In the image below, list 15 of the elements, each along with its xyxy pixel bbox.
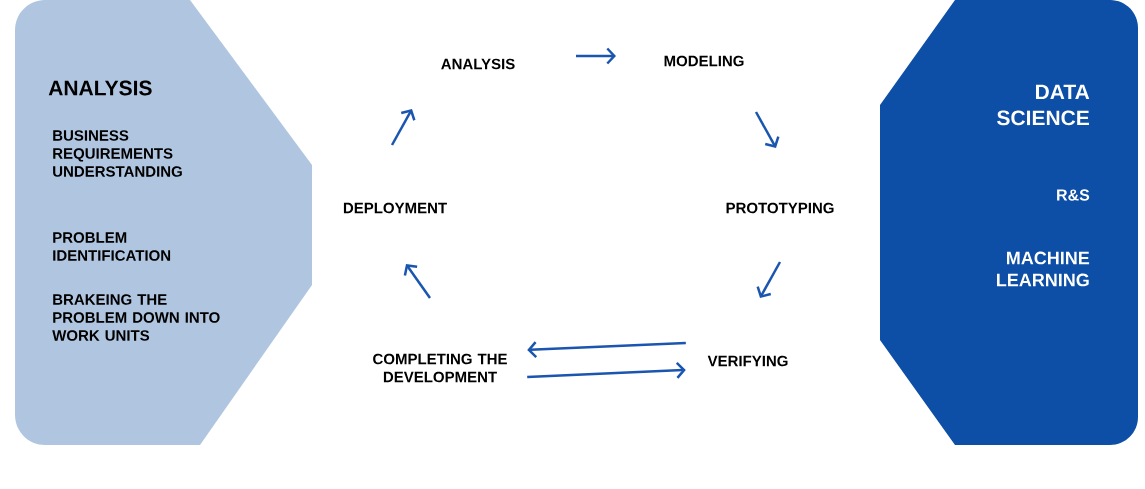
- step-label: ANALYSIS: [441, 58, 515, 70]
- arrow: [403, 264, 432, 299]
- step-label: MODELING: [664, 55, 744, 67]
- panel: ANALYSIS BUSINESS REQUIREMENTS UNDERSTANDING PROBLEM IDENTIFICATION BRAKEING THE PROBLEM DOWN INTO WORK UNITS: [15, 0, 312, 445]
- step-label: DEPLOYMENT: [343, 202, 447, 214]
- arrow: [756, 261, 782, 298]
- arrow: [754, 111, 780, 148]
- step-label: PROTOTYPING: [726, 202, 834, 214]
- arrow: [527, 362, 686, 379]
- step-label: VERIFYING: [707, 355, 788, 367]
- panel: DATA SCIENCE R&S MACHINE LEARNING: [880, 0, 1138, 445]
- arrow: [576, 47, 616, 65]
- arrow: [527, 341, 686, 358]
- arrow: [390, 109, 416, 146]
- step-label: COMPLETING THE DEVELOPMENT: [373, 353, 507, 383]
